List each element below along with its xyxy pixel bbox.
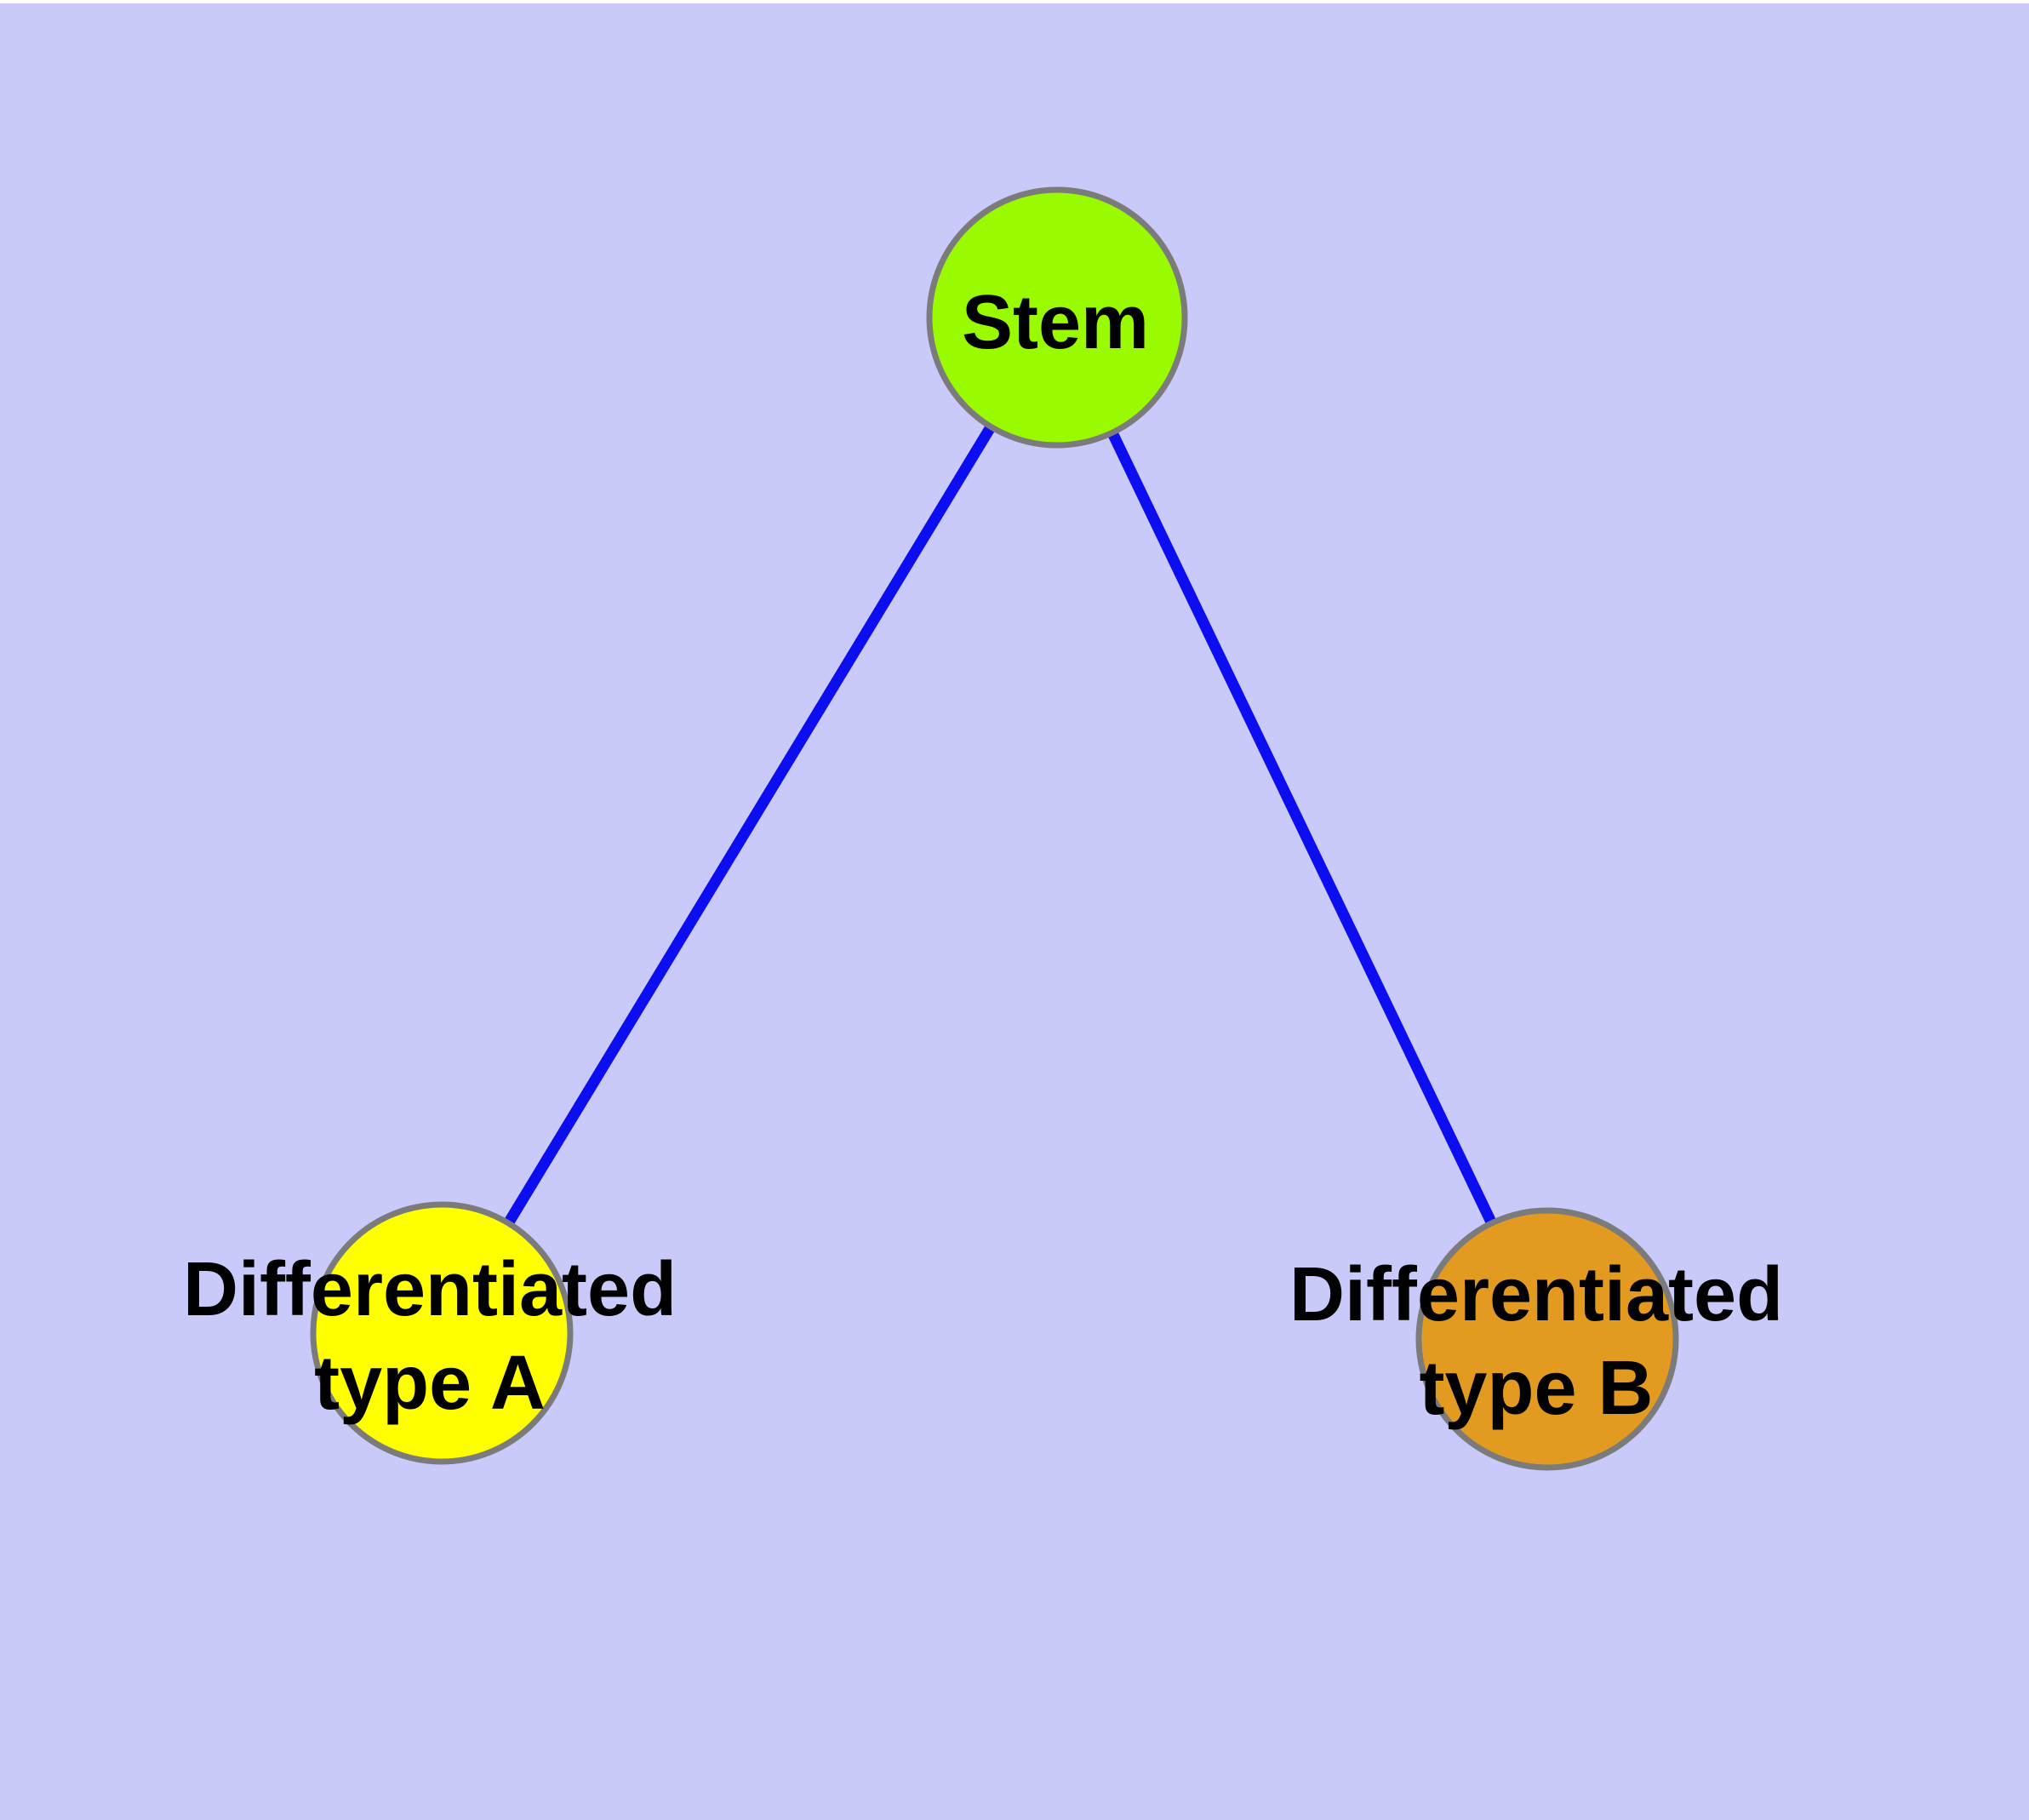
node-circle-differentiated-type-a: [310, 1201, 574, 1465]
node-label-stem: Stem: [962, 276, 1149, 369]
node-circle-stem: [926, 186, 1188, 449]
node-label-line: Stem: [961, 280, 1150, 365]
edge-stem-to-type-a: [437, 314, 1062, 1336]
node-label-line: type A: [314, 1341, 546, 1426]
node-label-line: type B: [1419, 1346, 1654, 1431]
node-circle-differentiated-type-b: [1415, 1207, 1679, 1471]
node-label-line: Differentiated: [1289, 1252, 1784, 1337]
node-label-differentiated-type-b: Differentiated type B: [1289, 1248, 1783, 1435]
edge-stem-to-type-b: [1052, 315, 1552, 1342]
node-label-differentiated-type-a: Differentiated type A: [183, 1243, 677, 1430]
node-label-line: Differentiated: [182, 1247, 677, 1332]
